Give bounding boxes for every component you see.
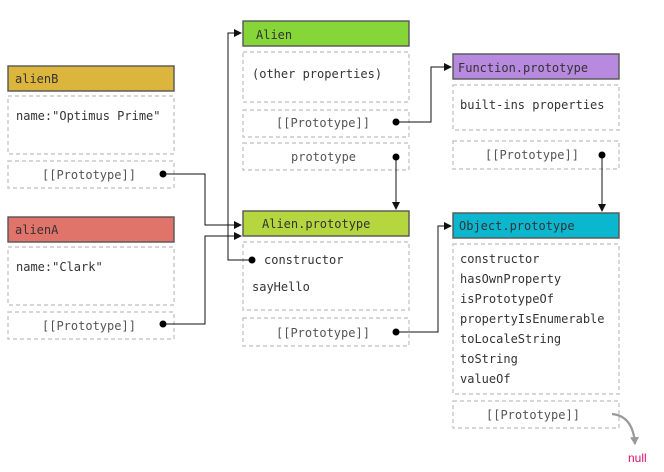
Alien-prototype-proto-label: [[Prototype]] [276,326,370,340]
edge-Alien-proto-origin-dot [392,118,400,126]
alienA-prop-name: name:"Clark" [16,260,103,274]
edge-Alien-to-function-prototype [396,63,452,123]
Function-prototype-props-box [452,84,620,131]
Alien-prototype-prop-sayHello: sayHello [252,280,310,294]
edge-object-prototype-to-null [611,412,639,445]
edge-Alien-prototype-origin-dot [392,153,400,161]
Alien-title: Alien [256,28,292,42]
Function-prototype-title: Function.prototype [458,61,588,75]
Alien-prototype-header [242,210,410,237]
alienA-props-box [7,246,175,306]
alienB-node: alienB name:"Optimus Prime" [[Prototype]… [7,65,175,189]
alienB-props-box [7,95,175,155]
Alien-prototype-title: Alien.prototype [262,217,370,231]
Object-prototype-prop-propertyIsEnumerable: propertyIsEnumerable [460,312,605,326]
edge-alienA-to-alien-prototype [163,232,242,325]
Alien-node: Alien (other properties) [[Prototype]] p… [242,20,410,171]
Alien-prop-other: (other properties) [252,67,382,81]
alienA-proto-slot [7,311,175,340]
Function-prototype-node: Function.prototype built-ins properties … [452,53,620,170]
Function-prototype-proto-label: [[Prototype]] [485,148,579,162]
alienA-node: alienA name:"Clark" [[Prototype]] [7,216,175,340]
alienB-title: alienB [15,72,58,86]
Alien-prototype-node: Alien.prototype constructor sayHello [[P… [242,210,410,347]
edge-function-proto-origin-dot [598,151,606,159]
Alien-proto-slot [242,109,410,138]
Alien-prototype-slot [242,142,410,171]
alienA-title: alienA [15,223,59,237]
Alien-prototype-props-box [242,241,410,311]
alienA-header [7,216,175,243]
alienB-proto-slot [7,160,175,189]
Object-prototype-proto-label: [[Prototype]] [486,408,580,422]
edge-alien-prototype-proto-origin-dot [392,328,400,336]
Object-prototype-proto-slot [452,400,620,429]
Object-prototype-header [452,212,620,239]
Object-prototype-prop-constructor: constructor [460,252,539,266]
Object-prototype-prop-toString: toString [460,352,518,366]
Function-prototype-proto-slot [452,140,620,170]
Object-prototype-node: Object.prototype constructor hasOwnPrope… [452,212,620,429]
Alien-prototype-label: prototype [291,150,356,164]
Object-prototype-prop-hasOwnProperty: hasOwnProperty [460,272,561,286]
edge-alien-prototype-to-object-prototype [396,222,452,333]
Object-prototype-prop-isPrototypeOf: isPrototypeOf [460,292,554,306]
Function-prototype-prop-builtins: built-ins properties [460,98,605,112]
Alien-prototype-proto-slot [242,317,410,347]
Object-prototype-props-box [452,243,620,395]
edge-constructor-origin-dot [248,256,256,264]
Alien-header [242,20,410,47]
alienB-header [7,65,175,92]
Alien-proto-label: [[Prototype]] [276,116,370,130]
edge-alienA-origin-dot [159,320,167,328]
edge-alienB-origin-dot [159,170,167,178]
null-label: null [628,451,647,465]
Object-prototype-prop-toLocaleString: toLocaleString [460,332,561,346]
Alien-prototype-prop-constructor: constructor [264,253,343,267]
Object-prototype-title: Object.prototype [459,219,575,233]
edge-alienB-to-alien-prototype [163,173,242,229]
alienB-proto-label: [[Prototype]] [42,168,136,182]
Alien-props-box [242,51,410,103]
alienB-prop-name: name:"Optimus Prime" [16,109,161,123]
Function-prototype-header [452,53,620,80]
alienA-proto-label: [[Prototype]] [42,319,136,333]
Object-prototype-prop-valueOf: valueOf [460,372,511,386]
edge-constructor-to-Alien [227,29,252,261]
